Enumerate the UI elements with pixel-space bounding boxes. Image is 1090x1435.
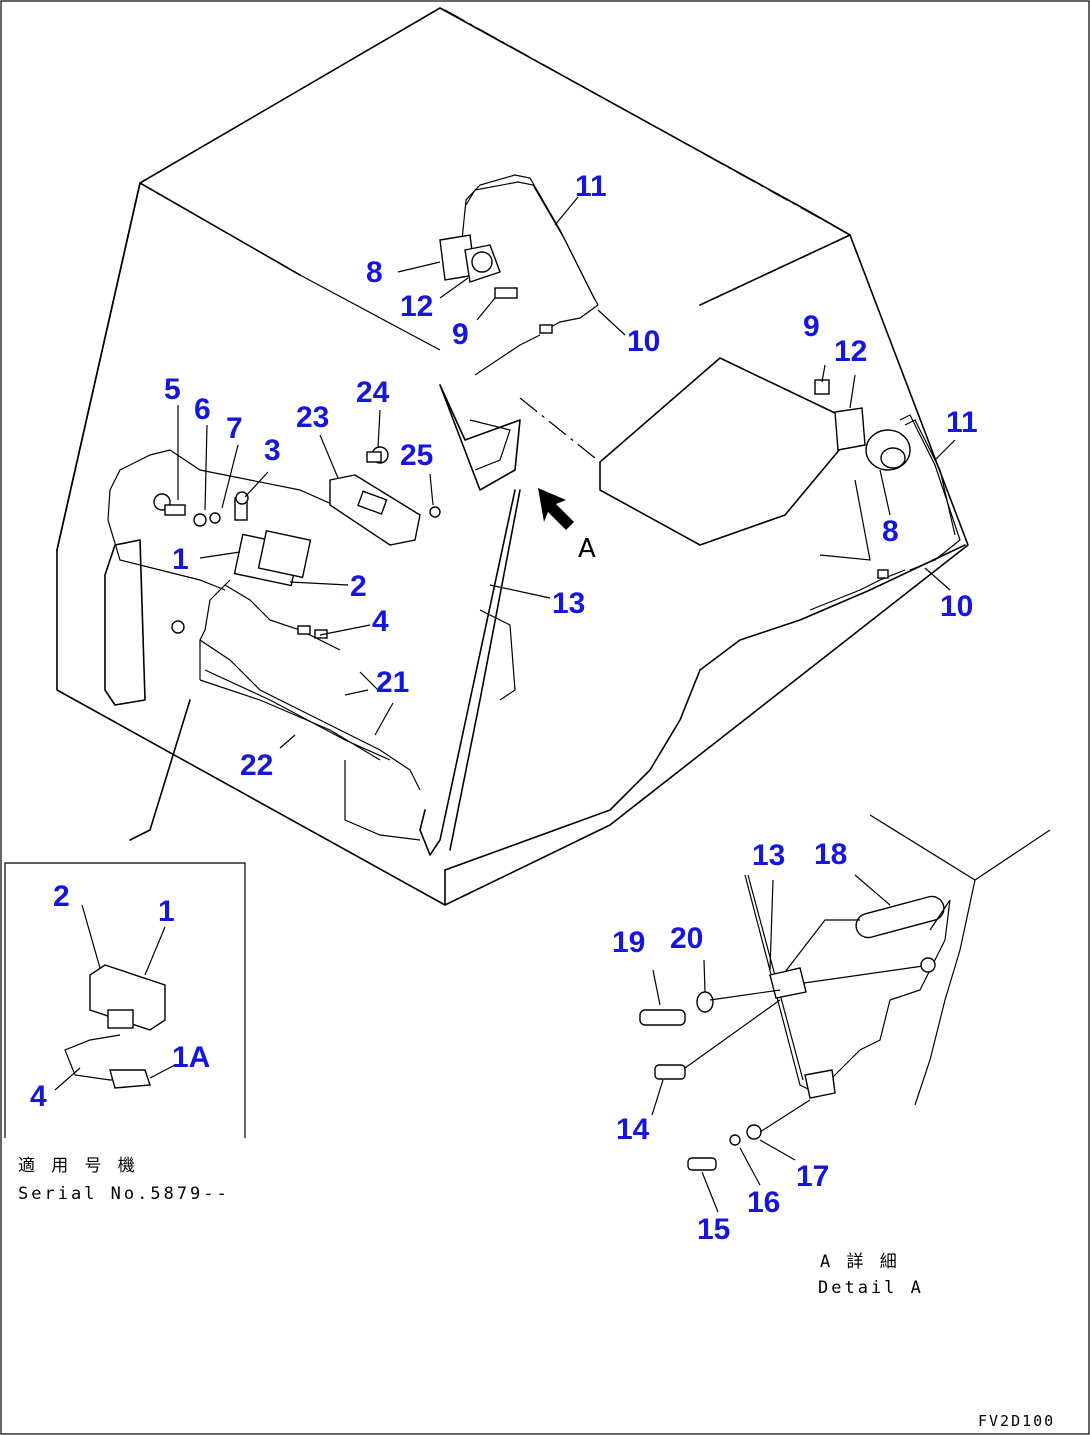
inset-callout-1: 1 [158, 895, 175, 928]
callout-2: 2 [350, 570, 367, 603]
detail-note-en: Detail A [818, 1278, 924, 1298]
right-speaker-assembly [809, 379, 961, 611]
inset-callout-2: 2 [53, 880, 70, 913]
callout-11-right: 11 [946, 406, 978, 439]
callout-9-right: 9 [803, 310, 820, 343]
callout-11-top: 11 [575, 170, 607, 203]
callout-9-top: 9 [452, 318, 469, 351]
serial-note-en: Serial No.5879-- [18, 1184, 230, 1204]
detail-callout-17: 17 [796, 1160, 830, 1193]
inset-box [4, 862, 246, 1138]
serial-note-jp: 適 用 号 機 [18, 1156, 138, 1176]
detail-callout-18: 18 [814, 838, 848, 871]
detail-callout-15: 15 [697, 1213, 731, 1246]
left-assembly [107, 446, 441, 841]
callout-12-top: 12 [400, 290, 434, 323]
callout-8-top: 8 [366, 256, 383, 289]
callout-22: 22 [240, 749, 274, 782]
callout-3: 3 [264, 434, 281, 467]
callout-4: 4 [372, 605, 389, 638]
callout-24: 24 [356, 376, 390, 409]
top-speaker-assembly [439, 174, 599, 376]
detail-callout-14: 14 [616, 1113, 650, 1146]
callout-25: 25 [400, 439, 434, 472]
center-frame [419, 384, 521, 856]
detail-callout-16: 16 [747, 1186, 781, 1219]
leader-lines [54, 196, 956, 1213]
callout-6: 6 [194, 393, 211, 426]
detail-callout-20: 20 [670, 922, 704, 955]
inset-callout-1a: 1A [172, 1041, 211, 1074]
drawing-code: FV2D100 [978, 1412, 1056, 1430]
detail-callout-13: 13 [752, 839, 786, 872]
view-arrow-a [538, 488, 574, 530]
callout-21: 21 [376, 666, 410, 699]
view-marker-a: A [578, 534, 596, 564]
inset-callout-4: 4 [30, 1080, 47, 1113]
cab-body [56, 7, 969, 906]
detail-callout-19: 19 [612, 926, 646, 959]
callout-10-right: 10 [940, 590, 974, 623]
callout-8-right: 8 [882, 515, 899, 548]
callout-12-right: 12 [834, 335, 868, 368]
callout-10-top: 10 [627, 325, 661, 358]
callout-5: 5 [164, 373, 181, 406]
detail-note-jp: A 詳 細 [820, 1252, 900, 1272]
callout-13: 13 [552, 587, 586, 620]
detail-a-drawing [639, 814, 1051, 1171]
callout-23: 23 [296, 401, 330, 434]
callout-1: 1 [172, 543, 189, 576]
callout-7: 7 [226, 412, 243, 445]
